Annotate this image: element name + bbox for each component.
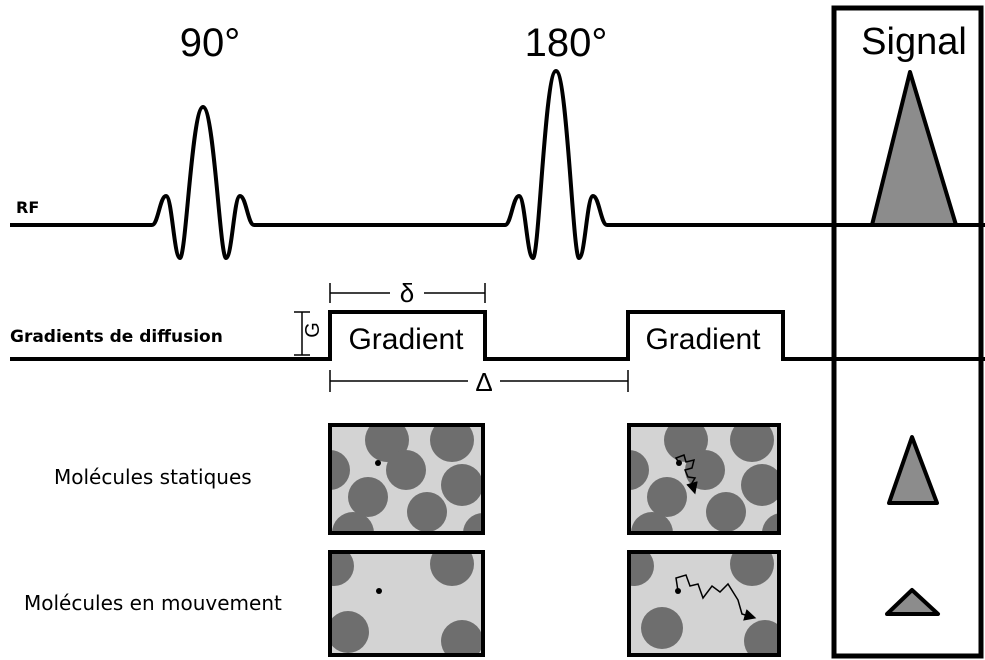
tracer-path — [675, 574, 757, 621]
gradients-label: Gradients de diffusion — [10, 327, 223, 347]
molecule — [330, 450, 350, 490]
rf-waveform — [10, 69, 872, 260]
signal-title: Signal — [861, 21, 967, 63]
pulse-90-label: 90° — [180, 21, 241, 65]
molecule — [330, 552, 354, 586]
molecule — [629, 450, 649, 490]
molecule — [463, 513, 483, 533]
delta-symbol: δ — [400, 278, 414, 308]
moving-box-after — [627, 550, 781, 657]
signal-panel — [831, 5, 984, 659]
molecule — [685, 450, 725, 490]
molecule — [629, 552, 654, 586]
rf-label: RF — [16, 198, 39, 217]
molecule — [641, 607, 683, 649]
molecule — [348, 477, 388, 517]
signal-peak — [870, 70, 958, 227]
pulse-180-label: 180° — [525, 21, 608, 65]
Delta-symbol: Δ — [475, 367, 492, 397]
molecule — [407, 492, 447, 532]
moving-box-before — [328, 550, 485, 657]
molecule — [741, 464, 779, 506]
molecule — [762, 513, 779, 533]
molecule — [706, 492, 746, 532]
molecule — [730, 552, 774, 586]
static-box-before — [328, 423, 485, 535]
molecule — [647, 477, 687, 517]
static-signal-triangle — [887, 435, 939, 505]
molecule — [441, 620, 483, 655]
gradient-2-label: Gradient — [645, 323, 761, 356]
molecule — [332, 512, 374, 533]
tracer-molecule — [375, 460, 381, 466]
tracer-path — [674, 454, 698, 495]
static-box-after — [627, 423, 781, 535]
molecule — [430, 552, 474, 586]
g-symbol: G — [302, 322, 324, 338]
moving-molecules-label: Molécules en mouvement — [24, 591, 282, 615]
molecule — [730, 425, 774, 462]
static-molecules-label: Molécules statiques — [54, 465, 252, 489]
molecule — [441, 464, 483, 506]
molecule — [430, 425, 474, 462]
molecule — [386, 450, 426, 490]
gradient-waveform — [10, 310, 985, 361]
moving-signal-triangle — [885, 588, 940, 616]
molecule — [631, 512, 673, 533]
gradient-1-label: Gradient — [348, 323, 464, 356]
molecule — [744, 620, 779, 655]
molecule — [330, 611, 369, 653]
tracer-molecule — [376, 588, 382, 594]
